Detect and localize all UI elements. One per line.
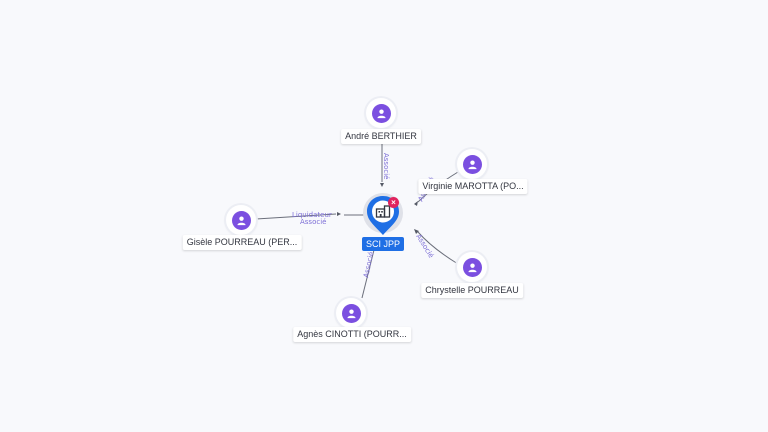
person-label-virginie[interactable]: Virginie MAROTTA (PO... <box>418 179 528 194</box>
edge-label-gisele-1: Liquidateur <box>292 211 332 219</box>
company-label[interactable]: SCI JPP <box>362 237 405 251</box>
person-label-andre[interactable]: André BERTHIER <box>341 129 421 144</box>
edge-agnes: Associé <box>361 249 375 299</box>
person-icon <box>462 154 482 174</box>
building-icon <box>375 205 391 218</box>
edge-label-agnes: Associé <box>362 251 375 279</box>
edge-label-andre: Associé <box>382 153 390 179</box>
person-node-virginie[interactable] <box>457 149 487 179</box>
edge-label-gisele-2: Associé <box>300 218 326 226</box>
person-label-gisele[interactable]: Gisèle POURREAU (PER... <box>182 235 302 250</box>
person-node-agnes[interactable] <box>336 298 366 328</box>
person-node-andre[interactable] <box>366 98 396 128</box>
person-label-agnes[interactable]: Agnès CINOTTI (POURR... <box>293 327 411 342</box>
person-icon <box>371 103 391 123</box>
person-node-chrystelle[interactable] <box>457 252 487 282</box>
person-icon <box>462 257 482 277</box>
person-node-gisele[interactable] <box>226 205 256 235</box>
edge-chrystelle: Associé <box>414 229 459 265</box>
edge-gisele: Liquidateur Associé <box>255 211 366 226</box>
person-icon <box>341 303 361 323</box>
close-icon[interactable]: × <box>388 197 399 208</box>
person-icon <box>231 210 251 230</box>
person-label-chrystelle[interactable]: Chrystelle POURREAU <box>421 283 523 298</box>
